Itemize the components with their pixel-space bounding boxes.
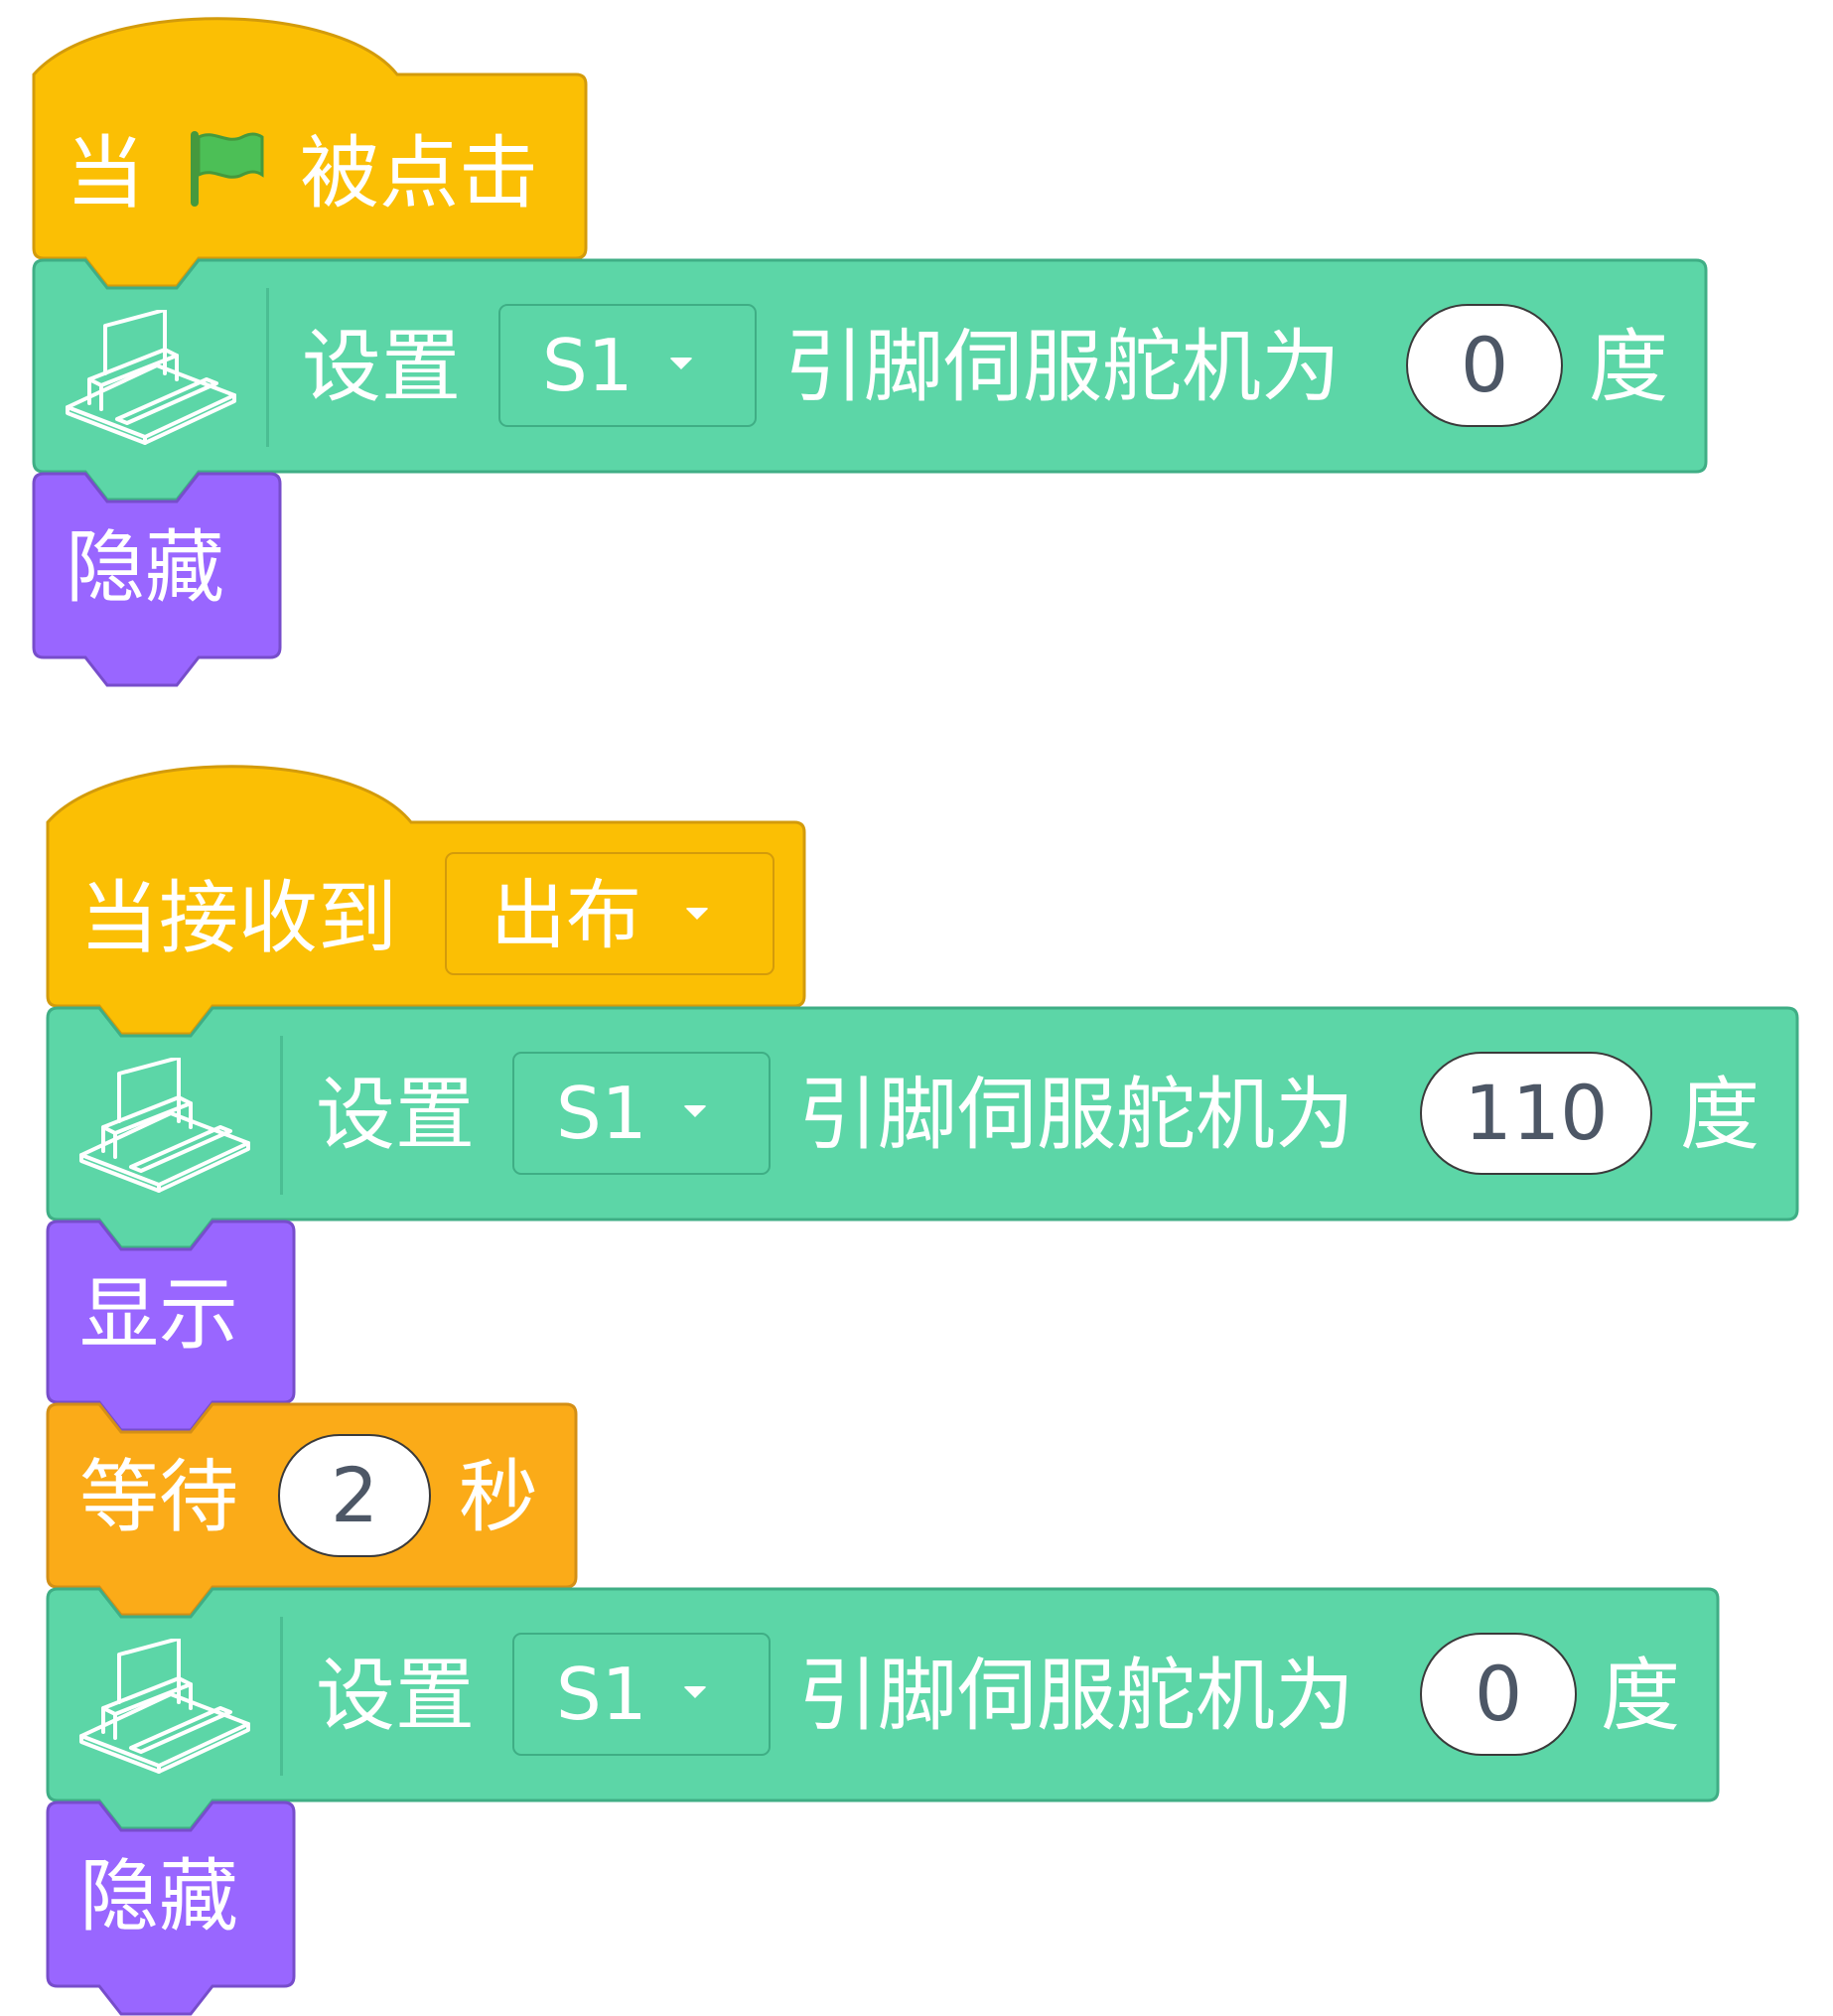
block-divider [280,1036,283,1195]
wait-unit-label: 秒 [459,1451,538,1543]
servo-middle-label: 引脚伺服舵机为 [784,321,1340,413]
seconds-input-value: 2 [330,1451,379,1539]
message-dropdown[interactable]: 出布 [445,852,775,975]
servo-unit-label: 度 [1680,1069,1760,1161]
angle-input-value: 0 [1460,321,1509,409]
servo-set-label: 设置 [316,1069,475,1161]
servo-set-label: 设置 [316,1650,475,1742]
show-label: 显示 [79,1268,238,1361]
hide-label: 隐藏 [79,1850,238,1943]
wait-label: 等待 [79,1451,238,1543]
servo-middle-label: 引脚伺服舵机为 [798,1069,1354,1161]
pin-dropdown-value: S1 [556,1653,647,1736]
pin-dropdown[interactable]: S1 [512,1052,771,1175]
angle-input[interactable]: 110 [1420,1052,1652,1175]
seconds-input[interactable]: 2 [278,1434,431,1557]
chevron-down-icon [683,1105,707,1117]
pin-dropdown-value: S1 [556,1072,647,1155]
hat-suffix-label: 被点击 [300,127,538,219]
hat-prefix-label: 当 [66,127,145,219]
receive-label: 当接收到 [79,872,397,964]
servo-middle-label: 引脚伺服舵机为 [798,1650,1354,1742]
servo-motor-icon [75,1637,254,1778]
angle-input-value: 110 [1464,1069,1609,1157]
pin-dropdown[interactable]: S1 [498,304,757,427]
block-divider [280,1617,283,1776]
angle-input[interactable]: 0 [1420,1633,1577,1756]
green-flag-icon [187,127,266,207]
block-divider [266,288,269,447]
pin-dropdown[interactable]: S1 [512,1633,771,1756]
message-dropdown-value: 出布 [491,871,641,959]
servo-motor-icon [62,308,240,449]
chevron-down-icon [683,1686,707,1698]
angle-input-value: 0 [1474,1650,1523,1738]
pin-dropdown-value: S1 [542,324,634,407]
servo-unit-label: 度 [1589,321,1668,413]
chevron-down-icon [685,908,709,920]
servo-set-label: 设置 [302,321,461,413]
chevron-down-icon [669,358,693,369]
hide-label: 隐藏 [66,521,224,614]
servo-motor-icon [75,1056,254,1197]
angle-input[interactable]: 0 [1406,304,1563,427]
servo-unit-label: 度 [1601,1650,1680,1742]
